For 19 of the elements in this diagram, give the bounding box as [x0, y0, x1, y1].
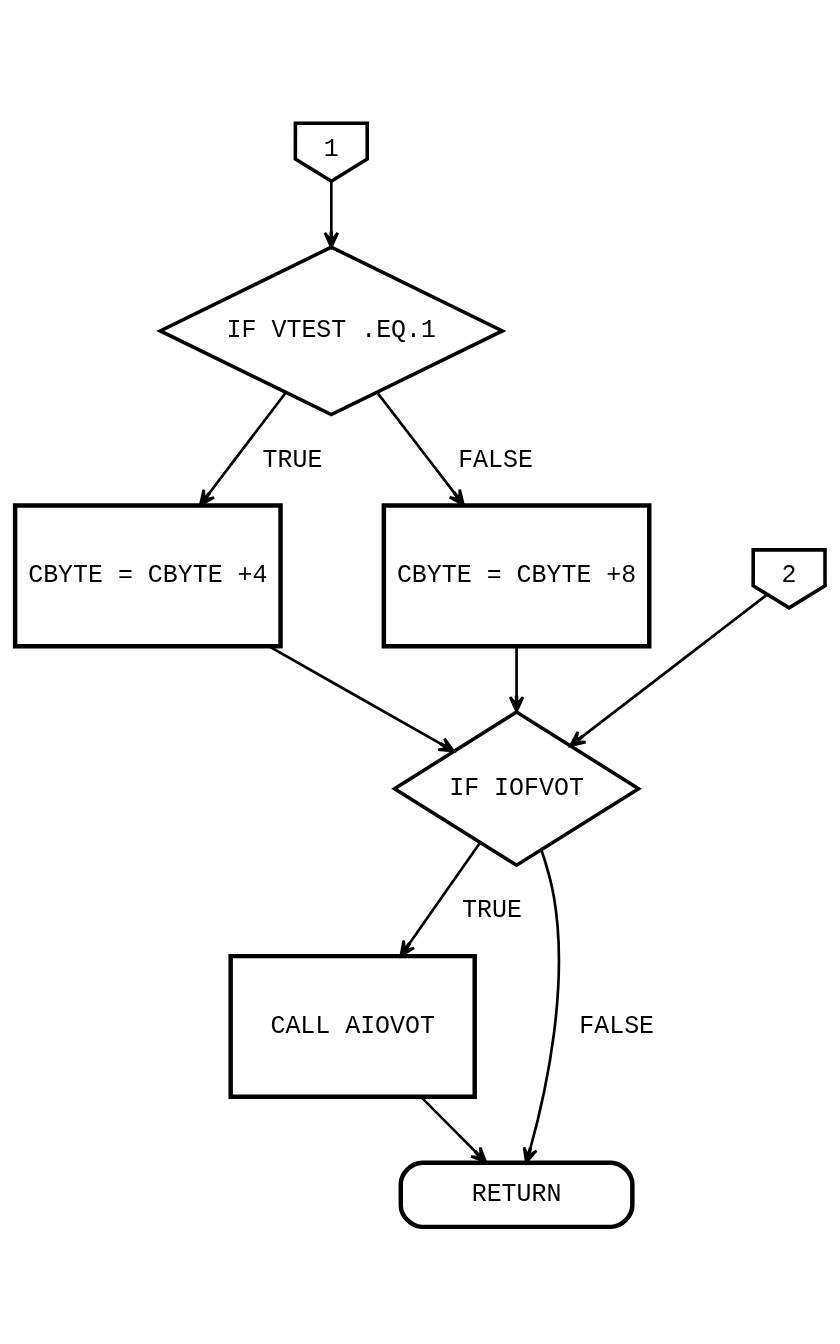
- node-diamond: IF VTEST .EQ.1: [156, 245, 507, 417]
- node-box: CALL AIOVOT: [228, 953, 477, 1100]
- arrow: [198, 392, 287, 507]
- arrow: [399, 841, 482, 958]
- arrow: [420, 1096, 488, 1164]
- edge-label: TRUE: [262, 445, 323, 474]
- arrow: [508, 646, 525, 713]
- arrow: [522, 849, 561, 1164]
- node-box: RETURN: [398, 1160, 635, 1230]
- edge-label: FALSE: [579, 1012, 655, 1041]
- arrow: [323, 182, 340, 249]
- arrow: [376, 391, 465, 507]
- node-diamond: IF IOFVOT: [391, 709, 642, 868]
- node-box: CBYTE = CBYTE +4: [12, 503, 283, 649]
- arrow: [569, 593, 768, 747]
- edge-label: TRUE: [462, 896, 522, 925]
- node-box: CBYTE = CBYTE +8: [381, 503, 652, 649]
- edge-label: FALSE: [458, 445, 533, 474]
- arrow: [268, 645, 456, 753]
